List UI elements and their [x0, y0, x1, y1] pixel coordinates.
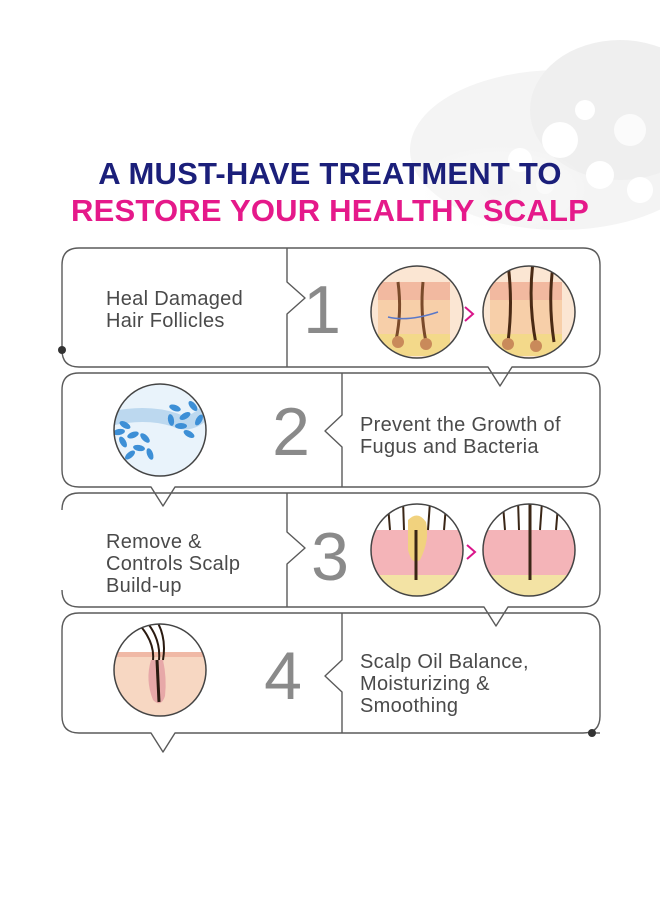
- step-4-line-2: Moisturizing &: [360, 673, 490, 695]
- step-4-line-3: Smoothing: [360, 695, 459, 717]
- fungus-cells-image: [113, 383, 207, 477]
- arrow-right-icon: [466, 544, 477, 560]
- heading-line-2: RESTORE YOUR HEALTHY SCALP: [71, 193, 589, 228]
- step-3-number: 3: [311, 519, 349, 595]
- step-2-text: Prevent the Growth of Fugus and Bacteria: [360, 414, 561, 458]
- step-3-text: Remove & Controls Scalp Build-up: [106, 531, 240, 597]
- scalp-cross-section-image: [113, 623, 207, 717]
- follicle-before-after-image: [370, 265, 576, 359]
- heading-line-1: A MUST-HAVE TREATMENT TO: [98, 156, 562, 191]
- step-4-text: Scalp Oil Balance, Moisturizing & Smooth…: [360, 651, 529, 717]
- step-2-line-2: Fugus and Bacteria: [360, 436, 539, 458]
- step-1-line-1: Heal Damaged: [106, 288, 244, 310]
- step-4-number: 4: [264, 638, 302, 714]
- step-1-line-2: Hair Follicles: [106, 310, 225, 332]
- scalp-buildup-before-after-image: [370, 503, 576, 597]
- step-1-text: Heal Damaged Hair Follicles: [106, 288, 243, 332]
- step-3-line-3: Build-up: [106, 575, 182, 597]
- arrow-right-icon: [464, 306, 475, 322]
- step-3-line-1: Remove &: [106, 531, 202, 553]
- step-1-number: 1: [303, 272, 341, 348]
- step-2-line-1: Prevent the Growth of: [360, 414, 561, 436]
- step-4-line-1: Scalp Oil Balance,: [360, 651, 529, 673]
- step-2-number: 2: [272, 394, 310, 470]
- step-3-line-2: Controls Scalp: [106, 553, 241, 575]
